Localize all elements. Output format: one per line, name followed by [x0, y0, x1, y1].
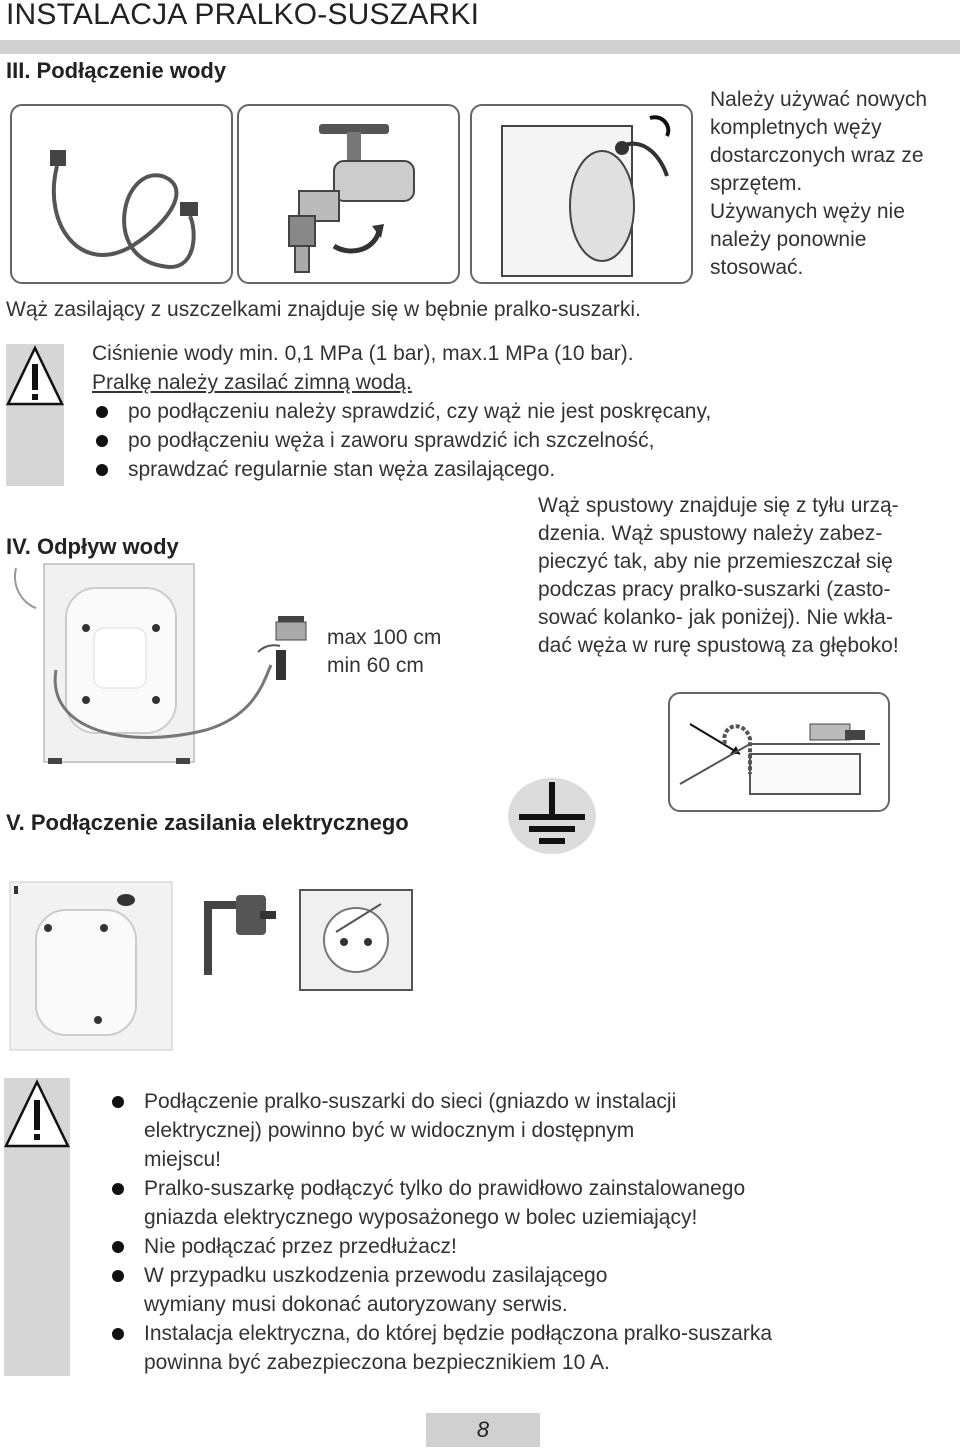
warning-line: Podłączenie pralko-suszarki do sieci (gn… [144, 1090, 677, 1113]
tap-icon [288, 124, 415, 273]
electric-warnings-list: Podłączenie pralko-suszarki do sieci (gn… [108, 1087, 772, 1377]
bullet-icon [112, 1328, 124, 1340]
washer-back-illustration [470, 104, 693, 284]
warning-line: W przypadku uszkodzenia przewodu zasilaj… [144, 1264, 608, 1287]
list-item-text: sprawdzać regularnie stan węża zasilając… [128, 458, 556, 481]
list-item: Pralko-suszarkę podłączyć tylko do prawi… [108, 1174, 772, 1232]
max-height-label: max 100 cm [327, 626, 442, 649]
list-item: Podłączenie pralko-suszarki do sieci (gn… [108, 1087, 772, 1174]
section-4-heading: IV. Odpływ wody [6, 534, 179, 559]
hose-caption: Wąż zasilający z uszczelkami znajduje si… [6, 298, 641, 321]
list-item: sprawdzać regularnie stan węża zasilając… [92, 455, 711, 484]
sink-icon [679, 723, 880, 795]
hose-note: Należy używać nowych kompletnych węży do… [710, 86, 960, 282]
drain-line: podczas pracy pralko-suszarki (zasto- [538, 578, 891, 601]
min-height-label: min 60 cm [327, 654, 424, 677]
power-plug-icon [204, 895, 276, 975]
electric-warning-panel [4, 1078, 70, 1376]
warning-panel [6, 344, 64, 486]
list-item: po podłączeniu węża i zaworu sprawdzić i… [92, 426, 711, 455]
warning-line: Instalacja elektryczna, do której będzie… [144, 1322, 773, 1345]
note-line: sprzętem. [710, 172, 803, 195]
warning-line: Nie podłączać przez przedłużacz! [144, 1235, 457, 1258]
check-list: po podłączeniu należy sprawdzić, czy wąż… [92, 397, 711, 484]
bullet-icon [96, 406, 108, 418]
bullet-icon [96, 464, 108, 476]
drain-washer-icon [14, 563, 273, 764]
note-line: stosować. [710, 256, 804, 279]
cold-water-text: Pralkę należy zasilać zimną wodą. [92, 371, 412, 394]
rear-washer-icon [9, 881, 173, 1051]
sink-illustration [668, 692, 890, 812]
warning-line: wymiany musi dokonać autoryzowany serwis… [144, 1293, 568, 1316]
list-item-text: po podłączeniu należy sprawdzić, czy wąż… [128, 400, 712, 423]
washer-back-icon [501, 115, 671, 277]
warning-icon [4, 1079, 70, 1148]
warning-line: miejscu! [144, 1148, 222, 1171]
note-line: dostarczonych wraz ze [710, 144, 924, 167]
drain-note: Wąż spustowy znajduje się z tyłu urzą- d… [538, 492, 958, 660]
bullet-icon [112, 1241, 124, 1253]
pressure-text: Ciśnienie wody min. 0,1 MPa (1 bar), max… [92, 342, 634, 365]
warning-line: gniazda elektrycznego wyposażonego w bol… [144, 1206, 698, 1229]
title-bar [0, 40, 960, 54]
page-title: INSTALACJA PRALKO-SUSZARKI [6, 0, 480, 31]
list-item-text: po podłączeniu węża i zaworu sprawdzić i… [128, 429, 655, 452]
wall-socket-icon [299, 889, 413, 991]
note-line: Należy używać nowych [710, 88, 928, 111]
drain-line: Wąż spustowy znajduje się z tyłu urzą- [538, 494, 899, 517]
list-item: Instalacja elektryczna, do której będzie… [108, 1319, 772, 1377]
section-5-heading: V. Podłączenie zasilania elektrycznego [6, 810, 409, 835]
list-item: W przypadku uszkodzenia przewodu zasilaj… [108, 1261, 772, 1319]
drain-line: pieczyć tak, aby nie przemieszczał się [538, 550, 893, 573]
warning-line: Pralko-suszarkę podłączyć tylko do prawi… [144, 1177, 746, 1200]
bullet-icon [112, 1270, 124, 1282]
note-line: należy ponownie [710, 228, 867, 251]
section-3-heading: III. Podłączenie wody [6, 58, 227, 83]
bullet-icon [112, 1096, 124, 1108]
page-number-box: 8 [426, 1413, 540, 1447]
drain-line: dać węża w rurę spustową za głęboko! [538, 634, 899, 657]
warning-icon [6, 345, 64, 406]
list-item: po podłączeniu należy sprawdzić, czy wąż… [92, 397, 711, 426]
warning-line: elektrycznej) powinno być w widocznym i … [144, 1119, 635, 1142]
ground-symbol-icon [508, 778, 596, 854]
drain-line: dzenia. Wąż spustowy należy zabez- [538, 522, 883, 545]
page-number: 8 [476, 1417, 490, 1442]
warning-line: powinna być zabezpieczona bezpiecznikiem… [144, 1351, 610, 1374]
hose-illustration [10, 104, 233, 284]
tap-illustration [237, 104, 460, 284]
bullet-icon [112, 1183, 124, 1195]
hose-icon [50, 150, 198, 269]
list-item: Nie podłączać przez przedłużacz! [108, 1232, 772, 1261]
sink-tap-small-icon [257, 616, 307, 680]
bullet-icon [96, 435, 108, 447]
note-line: kompletnych węży [710, 116, 882, 139]
drain-line: sować kolanko- jak poniżej). Nie wkła- [538, 606, 893, 629]
note-line: Używanych węży nie [710, 200, 905, 223]
